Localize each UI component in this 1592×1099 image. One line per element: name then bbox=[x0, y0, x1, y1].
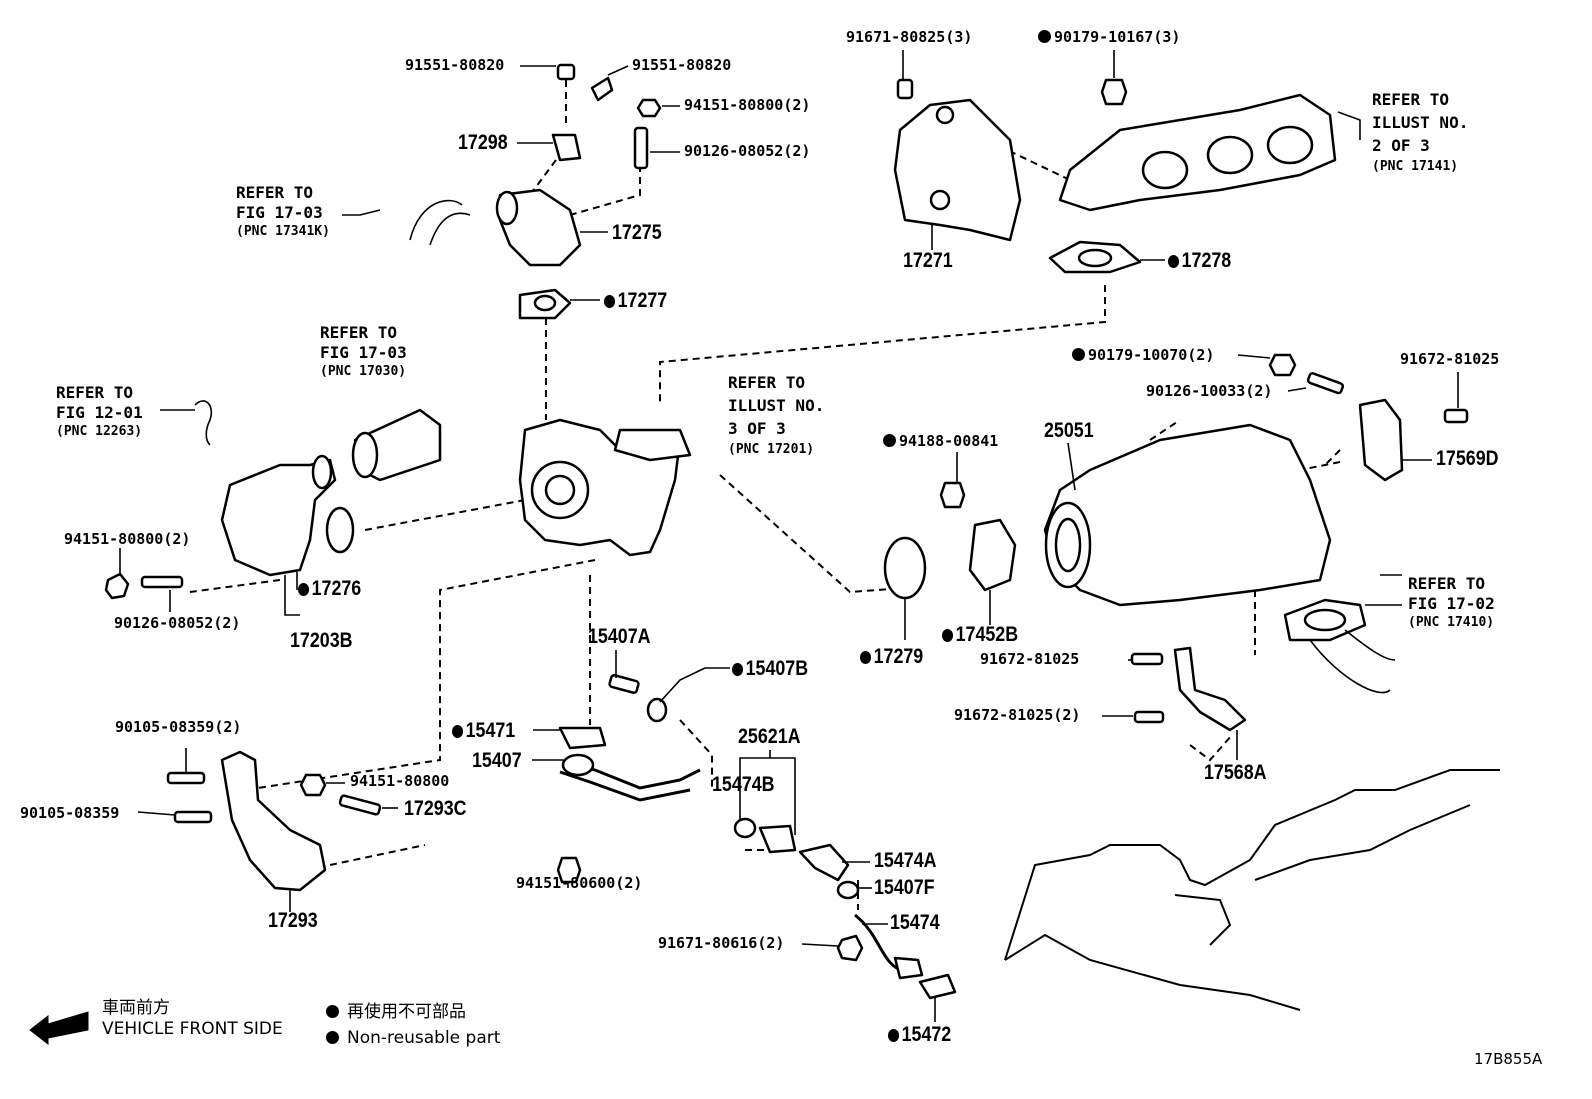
nonreusable-dot-icon bbox=[452, 725, 464, 738]
label-17276: 17276 bbox=[298, 578, 361, 599]
label-94151-80800-2-left: 94151-80800(2) bbox=[64, 530, 191, 548]
label-15474a: 15474A bbox=[874, 849, 937, 872]
label-94188-00841: 94188-00841 bbox=[883, 434, 998, 449]
label-17568a: 17568A bbox=[1204, 761, 1267, 784]
label-15407f: 15407F bbox=[874, 876, 935, 899]
label-25051: 25051 bbox=[1044, 419, 1094, 442]
legend-direction-jp: 車両前方 bbox=[102, 998, 170, 1018]
label-17275: 17275 bbox=[612, 221, 662, 244]
label-17298: 17298 bbox=[458, 131, 508, 154]
label-17293c: 17293C bbox=[404, 797, 467, 820]
figure-id: 17B855A bbox=[1474, 1050, 1543, 1068]
label-17452b: 17452B bbox=[942, 624, 1018, 645]
label-90179-10070-2: 90179-10070(2) bbox=[1072, 348, 1214, 363]
label-15407: 15407 bbox=[472, 749, 522, 772]
nonreusable-dot-icon bbox=[326, 1005, 339, 1018]
nonreusable-dot-icon bbox=[1168, 255, 1180, 268]
label-91671-80825-3: 91671-80825(3) bbox=[846, 28, 973, 46]
legend-nonreusable-jp: 再使用不可部品 bbox=[326, 1004, 466, 1021]
label-90126-08052-2-top: 90126-08052(2) bbox=[684, 142, 811, 160]
nonreusable-dot-icon bbox=[942, 629, 954, 642]
nonreusable-dot-icon bbox=[732, 663, 744, 676]
label-91672-81025-2: 91672-81025(2) bbox=[954, 706, 1081, 724]
nonreusable-dot-icon bbox=[326, 1031, 339, 1044]
label-15474: 15474 bbox=[890, 911, 940, 934]
refer-note-illust-3-of-3: REFER TO ILLUST NO. 3 OF 3 (PNC 17201) bbox=[728, 373, 825, 457]
refer-note-fig-17-02: REFER TO FIG 17-02 (PNC 17410) bbox=[1408, 574, 1495, 630]
label-15407a: 15407A bbox=[588, 625, 651, 648]
label-17278: 17278 bbox=[1168, 250, 1231, 271]
nonreusable-dot-icon bbox=[1038, 30, 1051, 43]
label-17569d: 17569D bbox=[1436, 447, 1499, 470]
label-25621a: 25621A bbox=[738, 725, 801, 748]
nonreusable-dot-icon bbox=[883, 434, 896, 447]
nonreusable-dot-icon bbox=[604, 295, 616, 308]
refer-note-fig-12-01: REFER TO FIG 12-01 (PNC 12263) bbox=[56, 383, 143, 439]
label-90105-08359-2: 90105-08359(2) bbox=[115, 718, 242, 736]
label-90179-10167-3: 90179-10167(3) bbox=[1038, 30, 1180, 45]
label-15474b: 15474B bbox=[712, 773, 775, 796]
nonreusable-dot-icon bbox=[888, 1029, 900, 1042]
label-91551-80820-a: 91551-80820 bbox=[405, 56, 505, 74]
refer-note-fig-17-03-a: REFER TO FIG 17-03 (PNC 17341K) bbox=[236, 183, 330, 239]
part-shapes bbox=[29, 63, 1500, 1046]
legend-nonreusable-en: Non-reusable part bbox=[326, 1030, 500, 1047]
label-17277: 17277 bbox=[604, 290, 667, 311]
label-17271: 17271 bbox=[903, 249, 953, 272]
label-91672-81025-mid: 91672-81025 bbox=[980, 650, 1080, 668]
label-17203b: 17203B bbox=[290, 629, 353, 652]
label-15407b: 15407B bbox=[732, 658, 808, 679]
legend-direction-en: VEHICLE FRONT SIDE bbox=[102, 1019, 283, 1039]
label-91672-81025-top: 91672-81025 bbox=[1400, 350, 1500, 368]
dashed-assembly-lines bbox=[189, 80, 1341, 910]
label-91671-80616-2: 91671-80616(2) bbox=[658, 934, 785, 952]
label-15471: 15471 bbox=[452, 720, 515, 741]
label-17279: 17279 bbox=[860, 646, 923, 667]
label-94151-80600-2: 94151-80600(2) bbox=[516, 874, 643, 892]
label-91551-80820-b: 91551-80820 bbox=[632, 56, 732, 74]
leader-lines bbox=[119, 50, 1459, 1022]
nonreusable-dot-icon bbox=[1072, 348, 1085, 361]
refer-note-fig-17-03-b: REFER TO FIG 17-03 (PNC 17030) bbox=[320, 323, 407, 379]
label-90105-08359: 90105-08359 bbox=[20, 804, 120, 822]
nonreusable-dot-icon bbox=[860, 651, 872, 664]
label-94151-80800-2-top: 94151-80800(2) bbox=[684, 96, 811, 114]
label-90126-10033-2: 90126-10033(2) bbox=[1146, 382, 1273, 400]
label-90126-08052-2-left: 90126-08052(2) bbox=[114, 614, 241, 632]
nonreusable-dot-icon bbox=[298, 583, 310, 596]
label-94151-80800-lower: 94151-80800 bbox=[350, 772, 450, 790]
label-17293: 17293 bbox=[268, 909, 318, 932]
front-direction-arrow bbox=[29, 1011, 89, 1046]
refer-note-illust-2-of-3: REFER TO ILLUST NO. 2 OF 3 (PNC 17141) bbox=[1372, 90, 1469, 174]
label-15472: 15472 bbox=[888, 1024, 951, 1045]
